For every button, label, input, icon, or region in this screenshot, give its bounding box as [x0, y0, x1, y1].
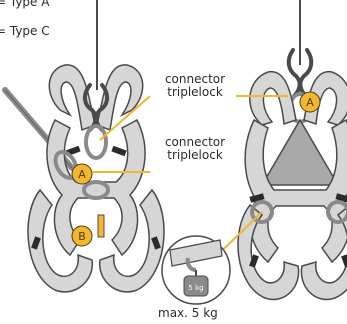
left-harness: A B [5, 0, 164, 292]
top-carabiner [86, 126, 106, 158]
back-plate [262, 120, 338, 185]
badge-a-left-text: A [78, 168, 86, 181]
right-harness-left-shoulder [250, 72, 296, 125]
weight-tag-text: 5 kg [188, 284, 203, 292]
right-harness-band-4 [341, 254, 347, 267]
badge-b-text: B [78, 230, 86, 243]
front-center-band [98, 215, 104, 237]
torso-frame [47, 120, 145, 255]
weight-inset: 5 kg [162, 236, 230, 304]
badge-a-right-text: A [306, 96, 314, 109]
right-shoulder-band [111, 146, 126, 156]
